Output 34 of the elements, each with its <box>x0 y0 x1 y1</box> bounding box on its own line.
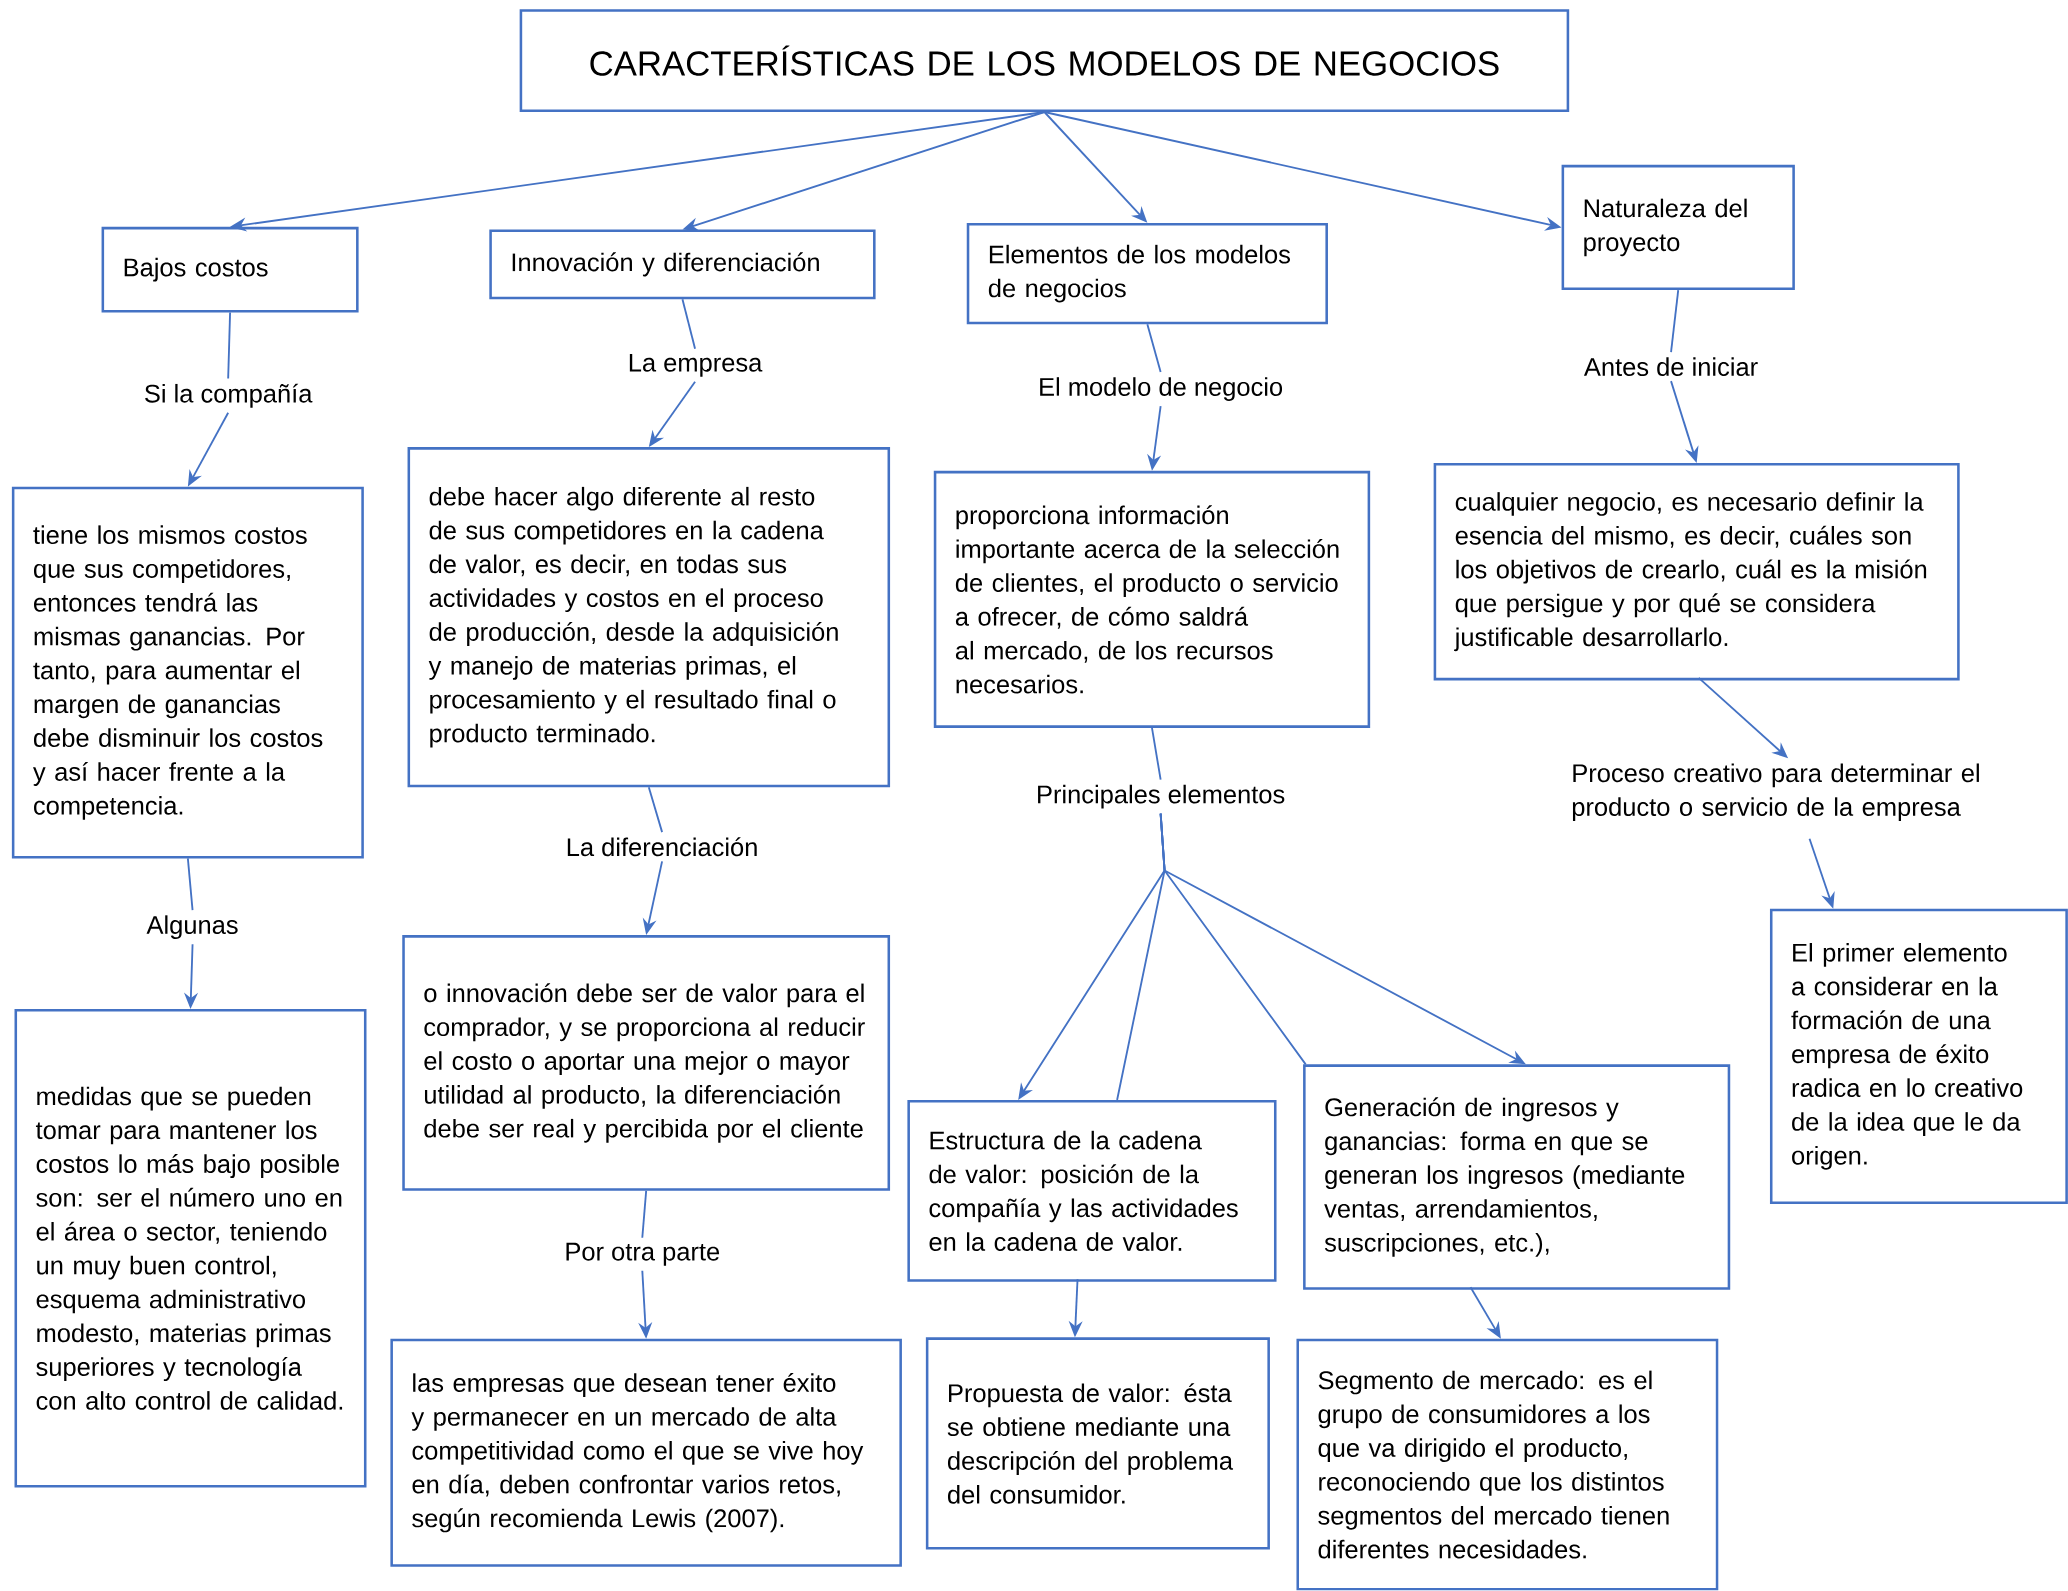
concept-box: las empresas que desean tener éxito y permanecer en un mercado de alta competitividad como el que se vive hoy en día, deben confrontar varios retos, según recomienda Lewis (2007). <box>390 1338 902 1567</box>
linking-phrase: Proceso creativo para determinar el producto o servicio de la empresa <box>1572 763 1979 822</box>
linking-phrase: Antes de iniciar <box>1583 357 1758 377</box>
connector-line <box>186 857 194 912</box>
concept-box: medidas que se pueden tomar para mantener los costos lo más bajo posible son: ser el número uno en el área o sector, teniendo un muy buen control, esquema administrativo modesto, materias primas superiores y tecnología con alto control de calidad. <box>14 1009 367 1488</box>
linking-phrase: Principales elementos <box>1038 784 1285 809</box>
connector-line <box>227 311 231 380</box>
linking-phrase: La diferenciación <box>567 837 757 857</box>
connector-line <box>1146 323 1162 374</box>
linking-phrase: Algunas <box>146 915 238 940</box>
concept-box: tiene los mismos costos que sus competidores, entonces tendrá las mismas ganancias. Por tanto, para aumentar el margen de ganancias debe disminuir los costos y así hacer frente a la competencia. <box>11 486 364 859</box>
concept-box: El primer elemento a considerar en la formación de una empresa de éxito radica en lo creativo de la idea que le da origen. <box>1769 908 2068 1205</box>
connector-line <box>681 298 696 350</box>
concept-box: cualquier negocio, es necesario definir la esencia del mismo, es decir, cuáles son los objetivos de crearlo, cuál es la misión que persigue y por qué se considera justificable desarrollarlo. <box>1433 463 1960 681</box>
concept-box: Bajos costos <box>101 227 359 313</box>
linking-phrase: Por otra parte <box>566 1243 720 1266</box>
concept-box: o innovación debe ser de valor para el comprador, y se proporciona al reducir el costo o aportar una mejor o mayor utilidad al producto, la diferenciación debe ser real y percibida por el cliente <box>402 935 891 1192</box>
concept-box: Estructura de la cadena de valor: posición de la compañía y las actividades en la cadena de valor. <box>907 1100 1277 1283</box>
concept-box: Elementos de los modelos de negocios <box>966 223 1328 325</box>
concept-box: proporciona información importante acerca de la selección de clientes, el producto o servicio a ofrecer, de cómo saldrá al mercado, de los recursos necesarios. <box>933 471 1371 729</box>
connector-line <box>647 786 663 834</box>
connector-line <box>1151 727 1162 781</box>
linking-phrase: El modelo de negocio <box>1040 377 1283 402</box>
linking-phrase: Si la compañía <box>145 383 313 408</box>
concept-box: Naturaleza del proyecto <box>1561 165 1795 291</box>
concept-box: Innovación y diferenciación <box>489 229 876 300</box>
concept-box: CARACTERÍSTICAS DE LOS MODELOS DE NEGOCIOS <box>519 9 1570 113</box>
linking-phrase: La empresa <box>629 354 763 377</box>
concept-box: Propuesta de valor: ésta se obtiene mediante una descripción del problema del consumidor. <box>925 1337 1270 1550</box>
connector-line <box>1670 289 1680 354</box>
connector-line <box>641 1190 648 1239</box>
concept-box: debe hacer algo diferente al resto de sus competidores en la cadena de valor, es decir, en todas sus actividades y costos en el proceso de producción, desde la adquisición y manejo de materias primas, el procesamiento y el resultado final o producto terminado. <box>407 447 891 788</box>
concept-box: Generación de ingresos y ganancias: forma en que se generan los ingresos (mediante ventas, arrendamientos, suscripciones, etc.), <box>1303 1064 1731 1290</box>
concept-box: Segmento de mercado: es el grupo de consumidores a los que va dirigido el producto, reconociendo que los distintos segmentos del mercado tienen diferentes necesidades. <box>1296 1338 1719 1591</box>
